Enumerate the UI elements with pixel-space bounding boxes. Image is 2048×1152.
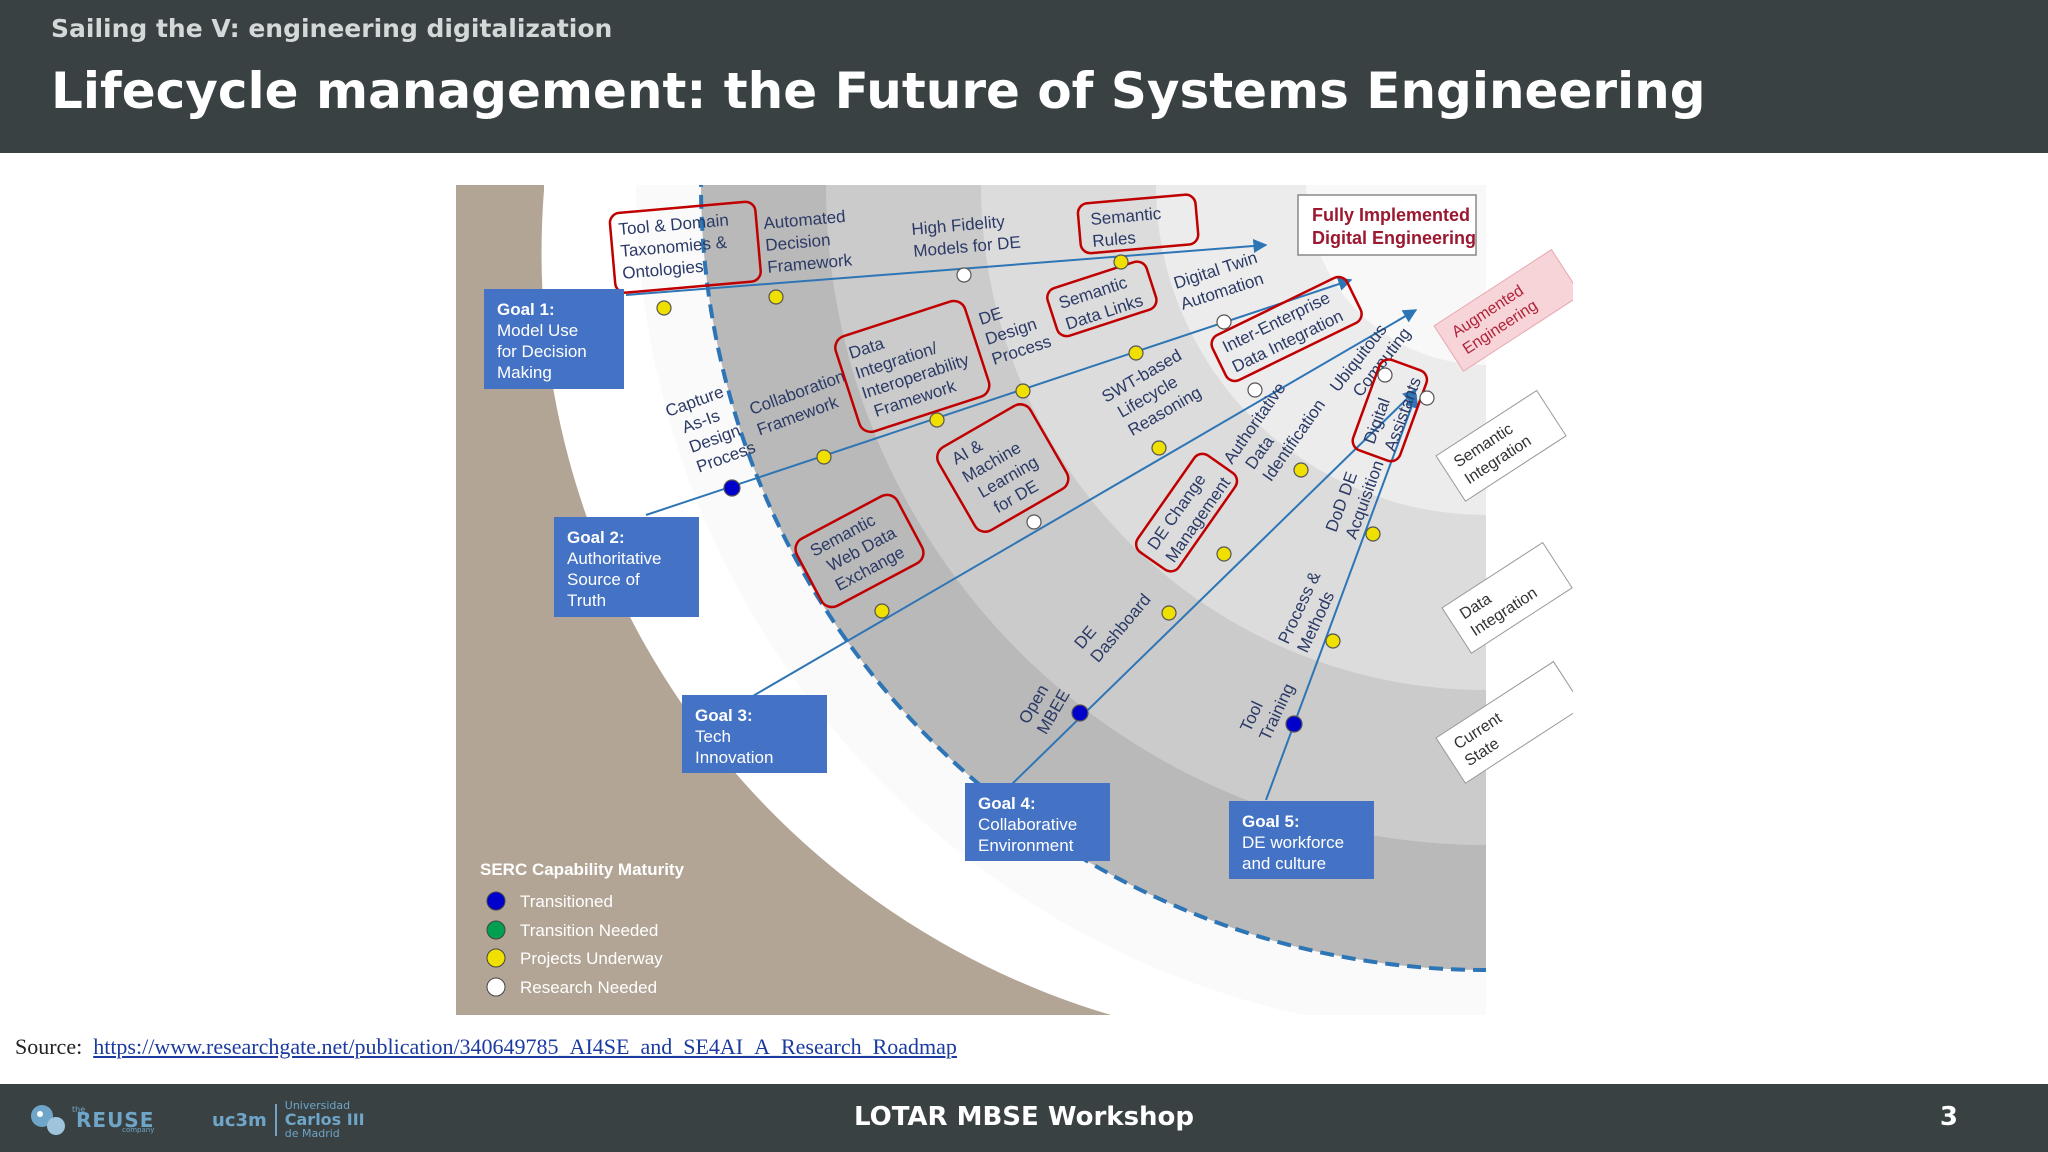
dot-inter-enterprise: [1247, 382, 1263, 398]
dot-semantic-rules: [1113, 254, 1129, 270]
uc3m-logo-text: uc3m: [212, 1109, 267, 1131]
dot-data-integration: [929, 412, 945, 428]
goal3-arrow: [745, 309, 1418, 701]
svg-text:Collaborative: Collaborative: [978, 815, 1077, 834]
legend-swatch-projects-underway: [486, 948, 506, 968]
dot-de-change: [1216, 546, 1232, 562]
reuse-small-text: the: [72, 1105, 86, 1114]
goal-5-box: Goal 5: DE workforce and culture: [1229, 801, 1374, 879]
dot-automated-decision: [768, 289, 784, 305]
svg-text:Goal 4:: Goal 4:: [978, 794, 1036, 813]
cap-open-mbee: Open MBEE: [1015, 681, 1074, 737]
dot-high-fidelity: [956, 267, 972, 283]
goal1-arrow: [625, 239, 1268, 296]
svg-text:Innovation: Innovation: [695, 748, 773, 767]
dot-de-dashboard: [1161, 605, 1177, 621]
uc3m-separator: [274, 1104, 277, 1136]
reuse-company-text: company: [122, 1126, 155, 1134]
svg-text:Goal 2:: Goal 2:: [567, 528, 625, 547]
dot-open-mbee: [1071, 704, 1089, 722]
legend-label-research-needed: Research Needed: [520, 978, 657, 997]
dot-semantic-data-links: [1128, 345, 1144, 361]
uc3m-carlos: Carlos III: [284, 1110, 365, 1129]
uc3m-univ: Universidad: [284, 1099, 351, 1112]
dot-ai-ml: [1026, 514, 1042, 530]
svg-text:Goal 1:: Goal 1:: [497, 300, 555, 319]
svg-text:Goal 3:: Goal 3:: [695, 706, 753, 725]
source-link[interactable]: https://www.researchgate.net/publication…: [93, 1034, 957, 1059]
dot-ubiquitous: [1377, 367, 1393, 383]
dot-tool-domain: [656, 300, 672, 316]
dot-authoritative-data: [1293, 462, 1309, 478]
fully-implemented-line1: Fully Implemented: [1312, 205, 1470, 225]
fully-implemented-line2: Digital Engineering: [1312, 228, 1476, 248]
svg-text:Tech: Tech: [695, 727, 731, 746]
dot-process-methods: [1325, 633, 1341, 649]
dot-digital-assistants: [1419, 390, 1435, 406]
legend-title: SERC Capability Maturity: [480, 860, 685, 879]
goal5-arrow: [1265, 393, 1419, 801]
svg-text:Rules: Rules: [1092, 228, 1137, 251]
legend-swatch-research-needed: [486, 977, 506, 997]
dot-tool-training: [1285, 715, 1303, 733]
svg-text:Truth: Truth: [567, 591, 606, 610]
dot-semantic-web: [874, 603, 890, 619]
svg-text:for Decision: for Decision: [497, 342, 587, 361]
dot-de-design: [1015, 383, 1031, 399]
cap-semantic-rules: Semantic Rules: [1076, 193, 1200, 255]
svg-text:Model Use: Model Use: [497, 321, 578, 340]
dot-collaboration: [816, 449, 832, 465]
dot-capture-asis: [723, 479, 741, 497]
legend-swatch-transition-needed: [486, 920, 506, 940]
page-number: 3: [1939, 1102, 1958, 1132]
source-label: Source:: [15, 1034, 83, 1059]
reuse-logo-icon: [31, 1105, 65, 1135]
maturity-legend: SERC Capability Maturity Transitioned Tr…: [480, 860, 685, 997]
legend-swatch-transitioned: [486, 891, 506, 911]
dot-dod-de: [1365, 526, 1381, 542]
goal-2-box: Goal 2: Authoritative Source of Truth: [554, 517, 699, 617]
svg-text:Authoritative: Authoritative: [567, 549, 662, 568]
legend-label-transitioned: Transitioned: [520, 892, 613, 911]
uc3m-madrid: de Madrid: [284, 1127, 340, 1140]
slide-footer: the REUSE company uc3m Universidad Carlo…: [0, 1084, 2048, 1152]
svg-text:and culture: and culture: [1242, 854, 1326, 873]
dot-digital-twin: [1216, 314, 1232, 330]
legend-label-transition-needed: Transition Needed: [520, 921, 658, 940]
goal-3-box: Goal 3: Tech Innovation: [682, 695, 827, 773]
fully-implemented-box: Fully Implemented Digital Engineering: [1297, 194, 1477, 256]
legend-label-projects-underway: Projects Underway: [520, 949, 663, 968]
svg-text:Making: Making: [497, 363, 552, 382]
source-citation: Source: https://www.researchgate.net/pub…: [15, 1034, 957, 1060]
goal2-arrow: [645, 277, 1353, 516]
reuse-logo: the REUSE company: [28, 1102, 154, 1138]
svg-text:Goal 5:: Goal 5:: [1242, 812, 1300, 831]
slide-header: Sailing the V: engineering digitalizatio…: [0, 0, 2048, 153]
uc3m-logo: uc3m Universidad Carlos III de Madrid: [212, 1100, 365, 1140]
dot-swt-lifecycle: [1151, 440, 1167, 456]
footer-event-title: LOTAR MBSE Workshop: [853, 1102, 1195, 1132]
roadmap-figure: Fully Implemented Digital Engineering Au…: [456, 185, 1573, 1015]
goal-1-box: Goal 1: Model Use for Decision Making: [484, 289, 624, 389]
brown-background: [456, 185, 1111, 1015]
slide-subtitle: Sailing the V: engineering digitalizatio…: [51, 14, 613, 43]
svg-text:Source of: Source of: [567, 570, 640, 589]
svg-text:DE workforce: DE workforce: [1242, 833, 1344, 852]
goal-4-box: Goal 4: Collaborative Environment: [965, 783, 1110, 861]
slide-title: Lifecycle management: the Future of Syst…: [51, 62, 1706, 120]
uc3m-name: Universidad Carlos III de Madrid: [285, 1100, 365, 1140]
svg-text:Environment: Environment: [978, 836, 1074, 855]
